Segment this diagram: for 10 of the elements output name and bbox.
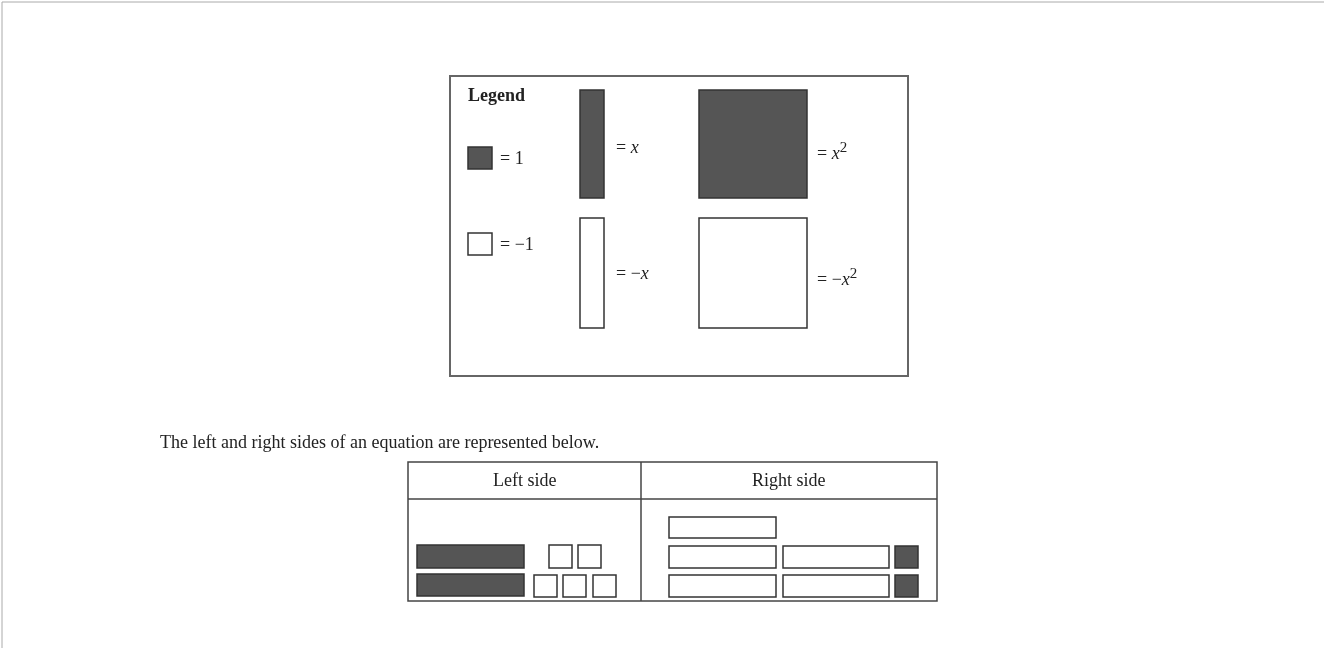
legend-text: = x <box>616 136 639 158</box>
column-header: Left side <box>493 469 557 491</box>
legend-text: = −1 <box>500 233 534 255</box>
column-header: Right side <box>752 469 826 491</box>
instruction-text: The left and right sides of an equation are represented below. <box>160 431 600 453</box>
legend-text: = 1 <box>500 147 524 169</box>
legend-heading: Legend <box>468 84 525 106</box>
legend-text: = x$^{2}$ <box>817 138 848 164</box>
legend-text: = −x <box>616 262 649 284</box>
legend-text: = −x$^{2}$ <box>817 264 858 290</box>
